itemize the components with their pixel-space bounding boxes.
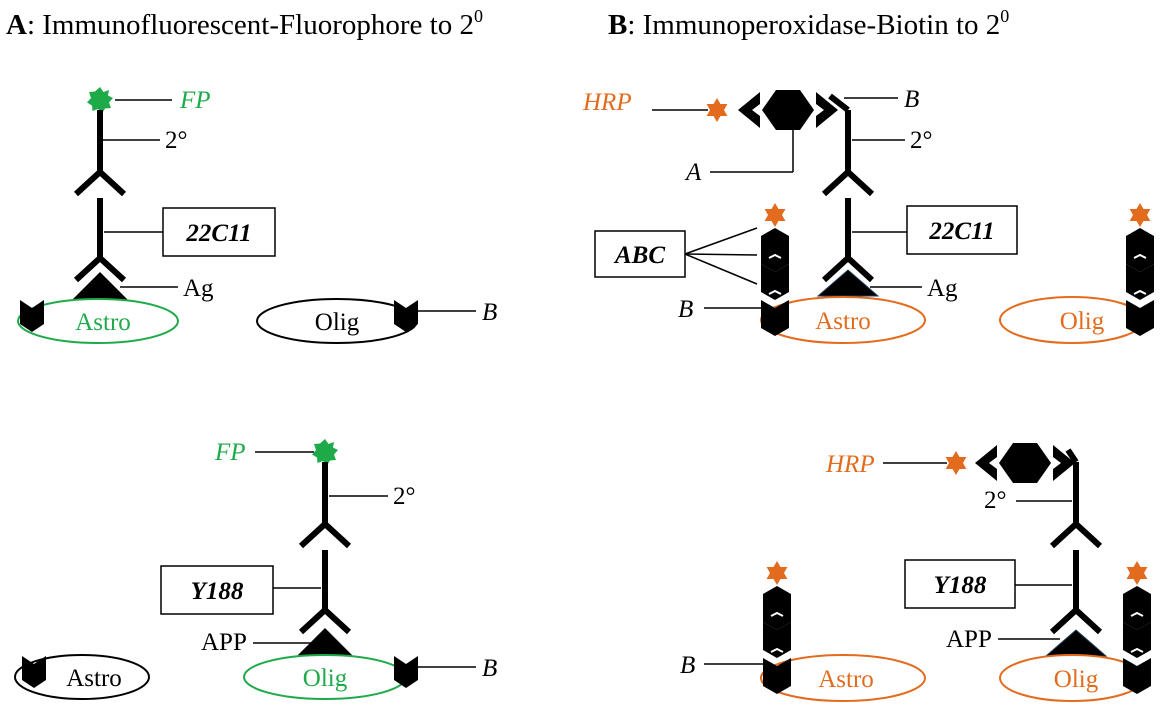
primary-box <box>162 207 276 257</box>
cell-label-olig: Olig <box>1054 666 1099 693</box>
abc-chain-icon <box>1122 585 1152 695</box>
antigen-icon <box>72 272 128 300</box>
panel-b-bottom: HRP 2° Y188 APP Astro B Olig <box>680 443 1152 702</box>
fp-label: FP <box>179 87 211 114</box>
biotin-label: B <box>482 299 497 326</box>
panel-a-bottom: FP 2° Y188 APP Astro Olig B <box>14 439 497 700</box>
cell-label-astro: Astro <box>66 665 122 692</box>
secondary-label: 2° <box>165 127 188 154</box>
antigen-icon <box>1044 629 1108 657</box>
hrp-enzyme-icon <box>1129 203 1151 227</box>
secondary-label: 2° <box>910 127 933 154</box>
biotin-label: B <box>482 655 497 682</box>
antigen-label: Ag <box>183 275 214 302</box>
secondary-label: 2° <box>393 483 416 510</box>
astrocyte-cell <box>17 298 179 344</box>
cell-label-olig: Olig <box>315 309 360 336</box>
antigen-label: APP <box>946 626 992 653</box>
avidin-label: A <box>684 159 702 186</box>
abc-chain-icon <box>760 227 790 337</box>
avidin-complex-icon <box>738 90 838 130</box>
antigen-icon <box>816 269 880 297</box>
panel-b-title: B: Immunoperoxidase-Biotin to 20 <box>608 6 1009 41</box>
cell-label-olig: Olig <box>1060 308 1105 335</box>
primary-label: Y188 <box>191 578 244 605</box>
fluorophore-icon <box>87 87 113 114</box>
astrocyte-cell <box>14 654 150 700</box>
abc-chain-icon <box>762 585 792 695</box>
primary-box <box>160 565 274 615</box>
antigen-label: Ag <box>927 275 958 302</box>
primary-label: Y188 <box>934 572 987 599</box>
panel-a-title: A: Immunofluorescent-Fluorophore to 20 <box>6 6 483 41</box>
hrp-enzyme-icon <box>706 98 728 122</box>
hrp-label: HRP <box>825 451 875 478</box>
cell-label-olig: Olig <box>303 665 348 692</box>
primary-box <box>906 205 1018 255</box>
antigen-icon <box>297 628 353 656</box>
avidin-complex-icon <box>975 443 1075 483</box>
secondary-antibody-icon <box>301 524 349 546</box>
abc-chain-icon <box>1125 227 1155 337</box>
cell-label-astro: Astro <box>818 666 874 693</box>
hrp-enzyme-icon <box>945 451 967 475</box>
fp-label: FP <box>214 439 246 466</box>
antigen-label: APP <box>201 629 247 656</box>
biotin-label: B <box>680 652 695 679</box>
cell-label-astro: Astro <box>815 308 871 335</box>
panel-a-top: FP 2° 22C11 Ag Astro Olig B <box>17 87 497 344</box>
abc-box <box>594 230 686 278</box>
primary-box <box>904 559 1016 609</box>
primary-label: 22C11 <box>185 220 251 247</box>
hrp-enzyme-icon <box>764 203 786 227</box>
primary-antibody-icon <box>1052 610 1100 632</box>
biotin-label: B <box>678 296 693 323</box>
secondary-antibody-icon <box>824 172 872 194</box>
hrp-enzyme-icon <box>1126 561 1148 585</box>
abc-label: ABC <box>613 242 665 269</box>
panel-b-top: HRP B A 2° 22C11 Ag ABC Astro <box>582 86 1155 344</box>
biotin-top-label: B <box>904 86 919 113</box>
secondary-label: 2° <box>984 487 1007 514</box>
secondary-antibody-icon <box>1052 524 1100 546</box>
hrp-label: HRP <box>582 89 632 116</box>
primary-label: 22C11 <box>928 218 994 245</box>
astrocyte-cell <box>760 654 926 702</box>
cell-label-astro: Astro <box>75 309 131 336</box>
hrp-enzyme-icon <box>766 561 788 585</box>
fluorophore-icon <box>312 439 338 466</box>
secondary-antibody-icon <box>76 172 124 194</box>
